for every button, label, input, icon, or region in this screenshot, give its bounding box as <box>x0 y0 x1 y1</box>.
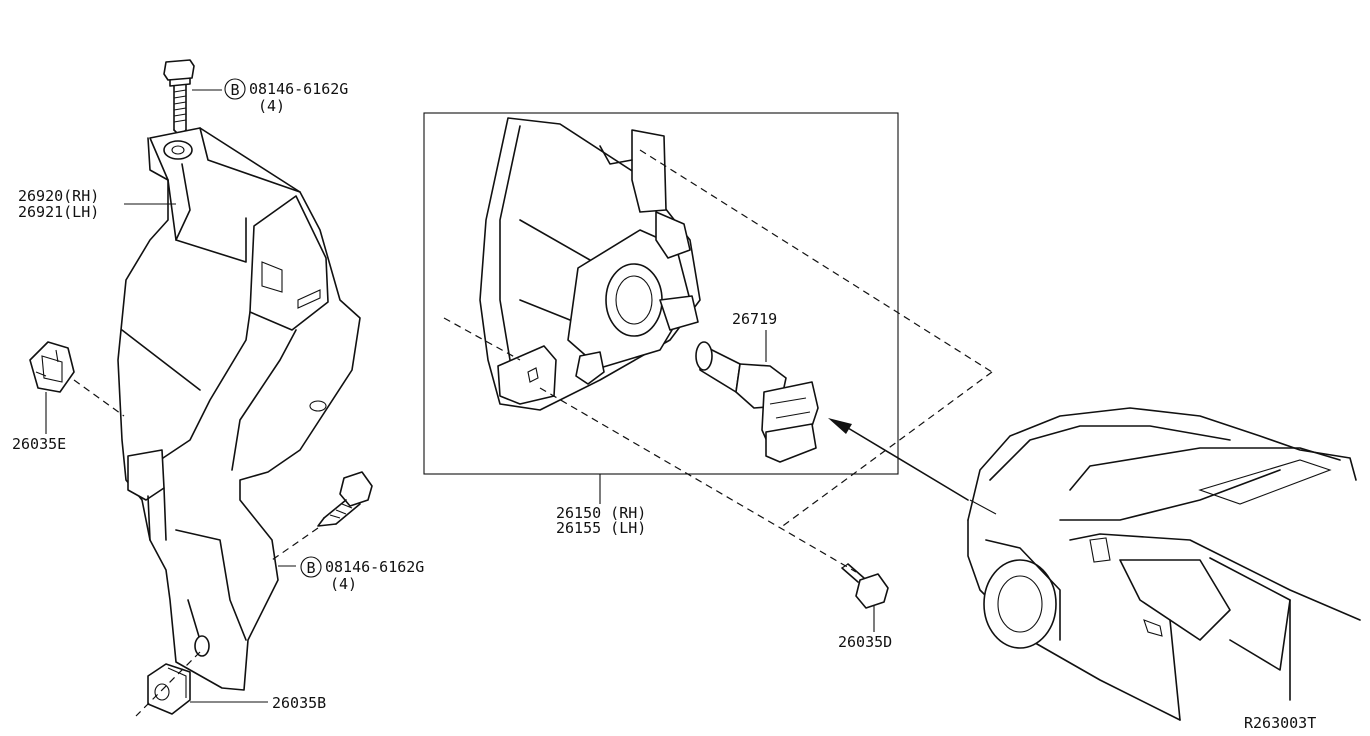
callout-bolt-mid: B 08146-6162G (4) <box>300 556 424 593</box>
clip-26035e <box>29 341 75 393</box>
lamp-guide-right <box>779 371 993 529</box>
top-bolt <box>163 59 195 137</box>
lamp-lh-label: 26155 (LH) <box>556 519 646 537</box>
callout-bolt-top: B 08146-6162G (4) <box>224 78 348 115</box>
clip-26035d <box>841 563 889 609</box>
bracket-lh-label: 26921(LH) <box>18 203 99 221</box>
bolt-mid-code: B <box>306 559 315 577</box>
clip-e-guide-line <box>73 379 125 417</box>
lamp-guide-lower <box>539 387 857 573</box>
bracket-rh-label: 26920(RH) <box>18 187 99 205</box>
lamp-guide-upper <box>639 149 993 373</box>
bolt-top-quantity: (4) <box>258 97 285 115</box>
vehicle-front-view <box>967 407 1361 721</box>
bolt-mid-part-number: 08146-6162G <box>325 558 424 576</box>
lamp-rh-label: 26150 (RH) <box>556 504 646 522</box>
mid-bolt-guide-line <box>271 527 319 561</box>
bolt-code-circle <box>224 78 246 100</box>
bulb-26719 <box>695 341 819 463</box>
bolt-code-circle <box>300 556 322 578</box>
lamp-guide-left <box>443 317 521 361</box>
diagram-id: R263003T <box>1244 714 1316 732</box>
fog-lamp-assembly <box>479 117 701 411</box>
bolt-top-code: B <box>230 81 239 99</box>
mid-bolt <box>317 471 373 527</box>
leader-lines <box>45 89 875 703</box>
clip-d-label: 26035D <box>838 633 892 651</box>
clip-e-label: 26035E <box>12 435 66 453</box>
bulb-label: 26719 <box>732 310 777 328</box>
mounting-bracket <box>117 127 361 691</box>
lamp-detail-frame <box>423 112 899 475</box>
location-arrow <box>828 418 969 501</box>
clip-26035b <box>147 663 191 715</box>
bolt-top-part-number: 08146-6162G <box>249 80 348 98</box>
clip-b-guide-line <box>135 651 201 717</box>
bolt-mid-quantity: (4) <box>330 575 357 593</box>
clip-b-label: 26035B <box>272 694 326 712</box>
